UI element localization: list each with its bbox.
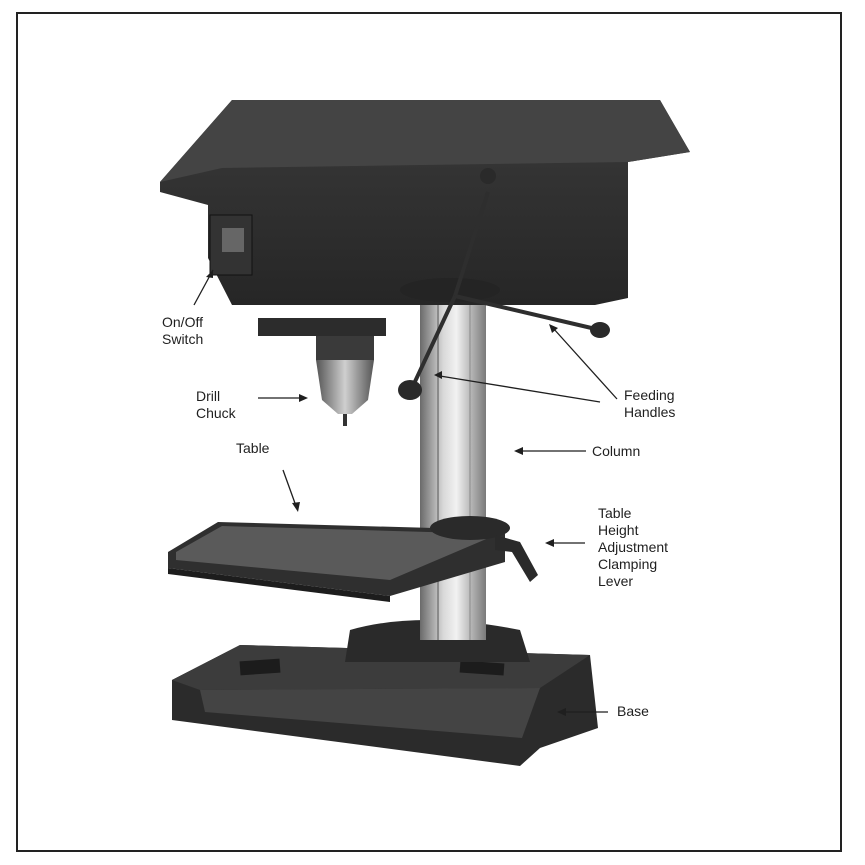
label-feeding-handles: Feeding Handles [624,387,675,421]
label-on-off-switch: On/Off Switch [162,314,203,348]
label-table-height-line1: Table [598,505,632,521]
label-base: Base [617,703,649,719]
label-table: Table [236,440,270,456]
label-table-height-lever: Table Height Adjustment Clamping Lever [598,505,668,590]
pointer-arrows [193,269,618,716]
label-drill-chuck-line2: Chuck [196,405,236,421]
label-feeding-line1: Feeding [624,387,675,403]
label-feeding-line2: Handles [624,404,676,420]
label-drill-chuck: Drill Chuck [196,388,236,422]
label-table-height-line3: Adjustment [598,539,669,555]
label-drill-chuck-line1: Drill [196,388,221,404]
label-on-off-line2: Switch [162,331,204,347]
label-on-off-line1: On/Off [162,314,203,330]
label-table-height-line5: Lever [598,573,634,589]
feeding-handles [398,168,610,400]
label-table-height-line4: Clamping [598,556,658,572]
clamping-lever [495,535,538,582]
label-table-height-line2: Height [598,522,639,538]
table [168,516,510,602]
drill-head [160,100,690,305]
base [172,620,598,766]
label-column: Column [592,443,641,459]
drill-chuck [258,318,386,426]
